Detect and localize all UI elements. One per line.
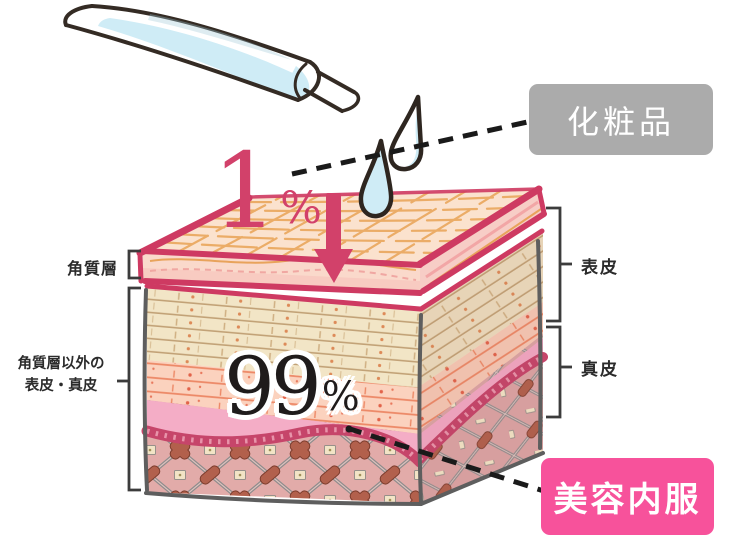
percent-sign: % [280, 183, 322, 235]
droplet-icon-small [358, 138, 394, 219]
bracket-stratum-corneum [127, 249, 141, 280]
down-arrow-icon [314, 193, 353, 283]
dermis-percentage-value: 99 [224, 340, 322, 433]
bracket-epidermis [546, 206, 572, 323]
supplement-dashed-line [346, 425, 548, 495]
bracket-dermis [546, 325, 572, 419]
label-stratum-corneum: 角質層 [66, 259, 118, 278]
cosmetics-dashed-line [291, 118, 533, 177]
beauty-supplement-callout: 美容内服 [541, 458, 714, 535]
dermis-percentage: 99 % [224, 340, 360, 433]
epidermis-dermis-front-face [141, 283, 426, 503]
surface-percentage-value: 1 [212, 130, 279, 252]
label-non-stratum-layers: 角質層以外の 表皮・真皮 [5, 354, 117, 398]
block-edges [142, 239, 545, 506]
label-non-stratum-line1: 角質層以外の [17, 356, 105, 372]
supplement-line-dot [345, 425, 353, 433]
bracket-non-stratum [117, 286, 141, 492]
cosmetics-callout: 化粧品 [529, 84, 713, 155]
label-epidermis: 表皮 [581, 258, 619, 278]
cosmetic-bottle-icon [63, 4, 361, 113]
skin-block [136, 185, 548, 506]
surface-percentage: 1 % [212, 130, 322, 252]
droplet-icon-large [388, 94, 424, 172]
percent-sign: % [321, 373, 360, 420]
label-dermis: 真皮 [581, 360, 619, 380]
label-non-stratum-line2: 表皮・真皮 [24, 377, 98, 394]
